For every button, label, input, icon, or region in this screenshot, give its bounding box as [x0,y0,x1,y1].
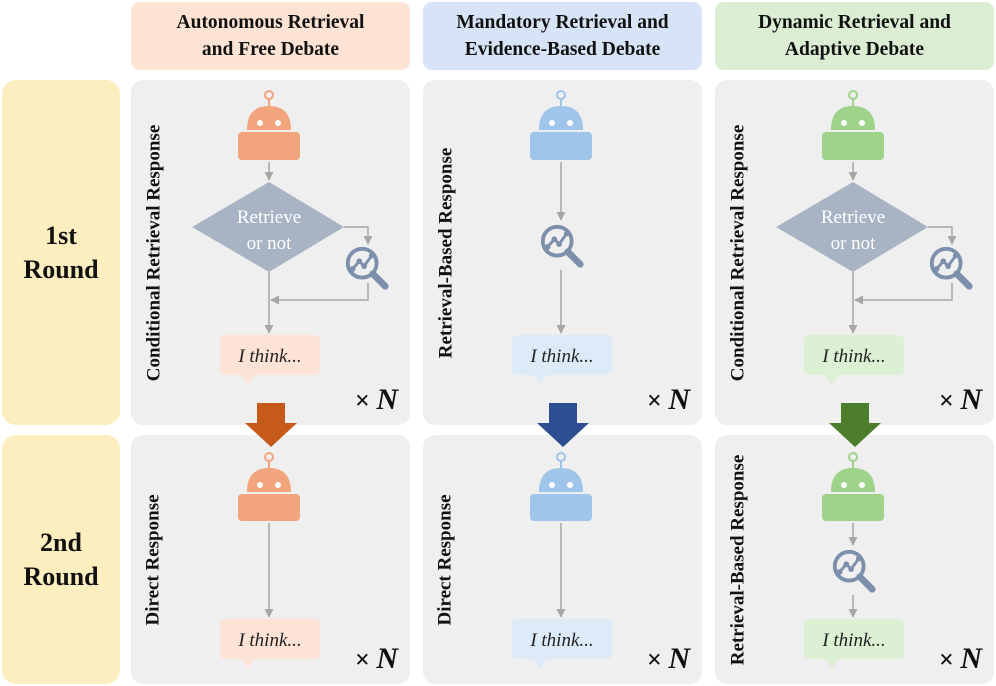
round-label-first: 1st Round [2,80,120,425]
round-transition-arrow-mandatory [537,403,589,447]
repeat-multiplier: × N [939,383,982,416]
bubble-text: I think... [237,630,301,651]
round-transition-arrow-autonomous [245,403,297,447]
column-header-autonomous: Autonomous Retrieval and Free Debate [131,2,410,70]
bubble-text: I think... [237,346,301,367]
repeat-multiplier: × N [647,383,690,416]
robot-icon [822,452,884,521]
robot-icon [822,90,884,160]
robot-icon [530,452,592,521]
search-chart-icon [543,227,580,264]
speech-bubble [220,619,320,668]
round-label-second: 2nd Round [2,435,120,684]
bubble-text: I think... [821,630,885,651]
decision-diamond [776,182,928,272]
search-chart-icon [932,249,969,286]
repeat-multiplier: × N [355,642,398,675]
panel-round2-mandatory: Direct Response I think... × N [423,435,702,684]
column-header-dynamic: Dynamic Retrieval and Adaptive Debate [715,2,994,70]
round-transition-arrow-dynamic [829,403,881,447]
repeat-multiplier: × N [647,642,690,675]
panel-round1-dynamic: Conditional Retrieval Response Retrieve … [715,80,994,425]
panel-round2-dynamic: Retrieval-Based Response I think... × N [715,435,994,684]
decision-text-line1: Retrieve [821,207,885,228]
speech-bubble [512,619,612,668]
bubble-text: I think... [529,630,593,651]
speech-bubble [220,335,320,384]
panel-round2-autonomous: Direct Response I think... × N [131,435,410,684]
robot-icon [530,90,592,160]
column-header-title: Dynamic Retrieval and Adaptive Debate [758,12,951,60]
robot-icon [238,90,300,160]
search-chart-icon [835,552,872,589]
decision-diamond [192,182,344,272]
search-chart-icon [348,249,385,286]
bubble-text: I think... [821,346,885,367]
round-label-text: 2nd Round [23,527,99,591]
speech-bubble [512,335,612,384]
repeat-multiplier: × N [355,383,398,416]
panel-round1-mandatory: Retrieval-Based Response I think... × N [423,80,702,425]
round-label-text: 1st Round [23,220,99,284]
robot-icon [238,452,300,521]
speech-bubble [804,335,904,384]
column-header-title: Autonomous Retrieval and Free Debate [176,12,365,60]
bubble-text: I think... [529,346,593,367]
column-header-mandatory: Mandatory Retrieval and Evidence-Based D… [423,2,702,70]
decision-text-line2: or not [831,233,877,254]
column-header-title: Mandatory Retrieval and Evidence-Based D… [456,12,669,60]
repeat-multiplier: × N [939,642,982,675]
panel-round1-autonomous: Conditional Retrieval Response Retrieve … [131,80,410,425]
decision-text-line1: Retrieve [237,207,301,228]
speech-bubble [804,619,904,668]
decision-text-line2: or not [247,233,293,254]
